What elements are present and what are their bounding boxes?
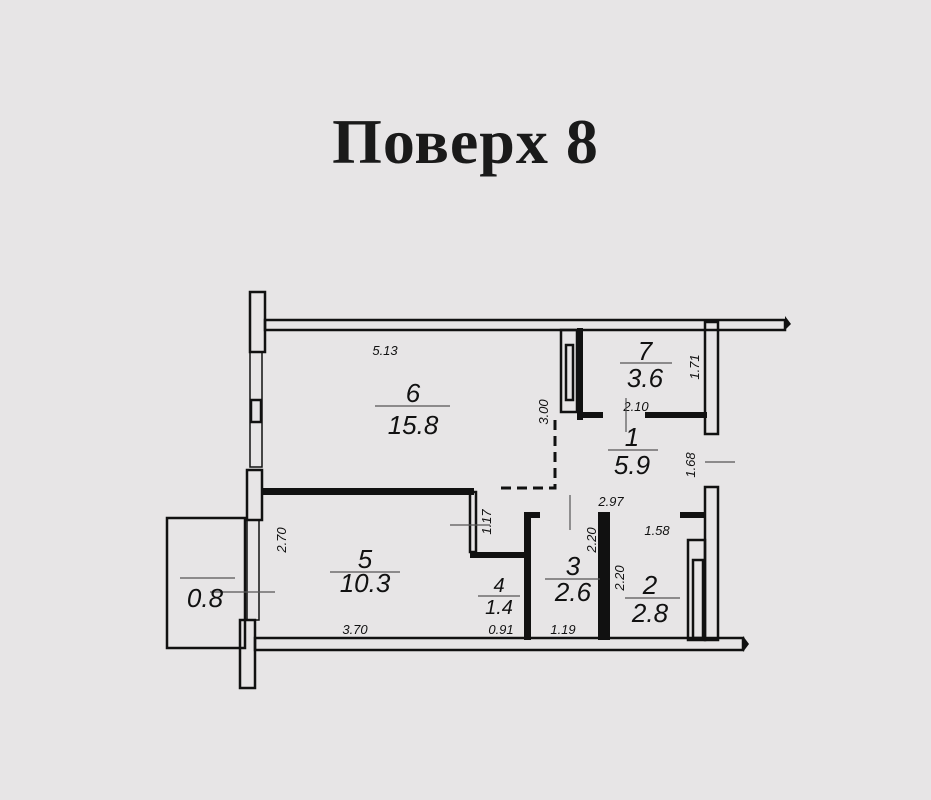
balcony-area: 0.8 xyxy=(187,583,224,613)
dimension-label: 5.13 xyxy=(372,343,398,358)
room-area: 3.6 xyxy=(627,363,664,393)
room-3: 3 2.6 xyxy=(545,551,600,607)
room-area: 1.4 xyxy=(485,597,513,619)
room-area: 10.3 xyxy=(340,568,391,598)
dimension-label: 1.58 xyxy=(644,523,670,538)
balcony: 0.8 xyxy=(180,577,275,613)
dimension-label: 2.97 xyxy=(597,494,624,509)
room-5: 5 10.3 xyxy=(330,544,400,598)
room-number: 5 xyxy=(358,544,373,574)
dimension-label: 2.70 xyxy=(274,527,289,554)
page-title: Поверх 8 xyxy=(332,106,599,177)
dimension-label: 2.20 xyxy=(612,565,627,592)
dimension-label: 0.91 xyxy=(488,622,513,637)
room-2: 2 2.8 xyxy=(625,570,680,628)
room-number: 3 xyxy=(566,551,581,581)
room-number: 2 xyxy=(642,570,658,600)
room-area: 2.6 xyxy=(554,577,592,607)
dimensions: 5.13 3.00 1.71 2.10 1.68 2.97 1.58 1.17 … xyxy=(274,343,735,637)
room-number: 1 xyxy=(625,422,639,452)
dimension-label: 1.71 xyxy=(687,354,702,379)
room-4: 4 1.4 xyxy=(478,575,520,619)
room-6: 6 15.8 xyxy=(375,378,450,440)
dimension-label: 1.17 xyxy=(479,509,494,535)
dimension-label: 3.00 xyxy=(536,399,551,425)
room-number: 6 xyxy=(406,378,421,408)
room-number: 4 xyxy=(493,575,504,597)
room-area: 2.8 xyxy=(631,598,669,628)
room-area: 5.9 xyxy=(614,450,650,480)
dimension-label: 2.10 xyxy=(622,399,649,414)
room-area: 15.8 xyxy=(388,410,439,440)
dimension-label: 1.68 xyxy=(683,452,698,478)
dimension-label: 3.70 xyxy=(342,622,368,637)
room-1: 1 5.9 xyxy=(608,422,658,480)
dimension-label: 2.20 xyxy=(584,527,599,554)
room-number: 7 xyxy=(638,336,654,366)
room-7: 7 3.6 xyxy=(620,336,672,393)
dimension-label: 1.19 xyxy=(550,622,575,637)
walls xyxy=(165,290,791,690)
